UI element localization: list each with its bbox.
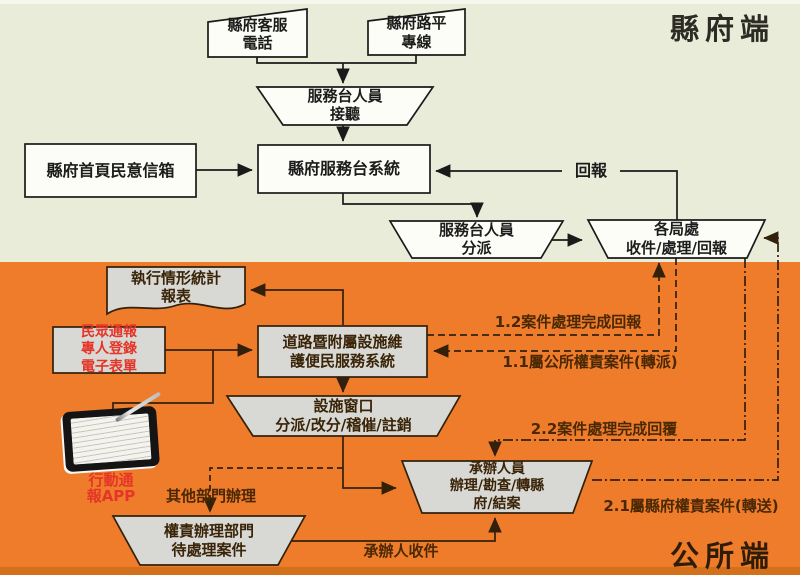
pending-dept-shape [111, 515, 307, 566]
road-hotline-shape [367, 8, 466, 56]
county-phone-shape [207, 8, 308, 58]
handler-shape [400, 460, 594, 514]
tablet-screen [70, 413, 152, 465]
road-system-shape [257, 325, 428, 378]
dashed-flow-1-1-line [433, 258, 677, 358]
township-zone-shapes [52, 266, 594, 566]
dashdot-flow-2-2-line [488, 258, 746, 457]
opinion-mailbox-shape [24, 143, 197, 198]
desk-system-shape [257, 144, 431, 194]
dashed-flow-1-2-line [427, 262, 666, 336]
dashed-other-dept-branch [203, 467, 343, 513]
arrow-system-to-statsreport [250, 283, 344, 325]
county-zone-connectors [196, 55, 678, 247]
bureaus-shape [586, 219, 767, 259]
township-zone-connectors [112, 231, 779, 542]
stats-report-document-shape [106, 266, 246, 316]
county-zone-shapes [24, 8, 767, 259]
bottom-edge-strip [0, 567, 800, 575]
phone-hotline-merge-line [256, 55, 417, 64]
arrow-desksystem-to-dispatch [342, 193, 484, 218]
arrow-window-to-handler [342, 436, 397, 495]
dashdot-flow-2-1-line [592, 231, 779, 481]
top-edge-strip [0, 0, 800, 4]
report-back-line [435, 164, 678, 221]
desk-dispatch-shape [388, 220, 565, 259]
tablet-image [62, 405, 160, 473]
public-form-shape [52, 326, 166, 374]
arrow-pendingdept-to-handler [291, 517, 502, 542]
tablet-join-line [112, 350, 214, 411]
desk-reception-shape [255, 86, 435, 126]
facility-window-shape [225, 395, 462, 437]
